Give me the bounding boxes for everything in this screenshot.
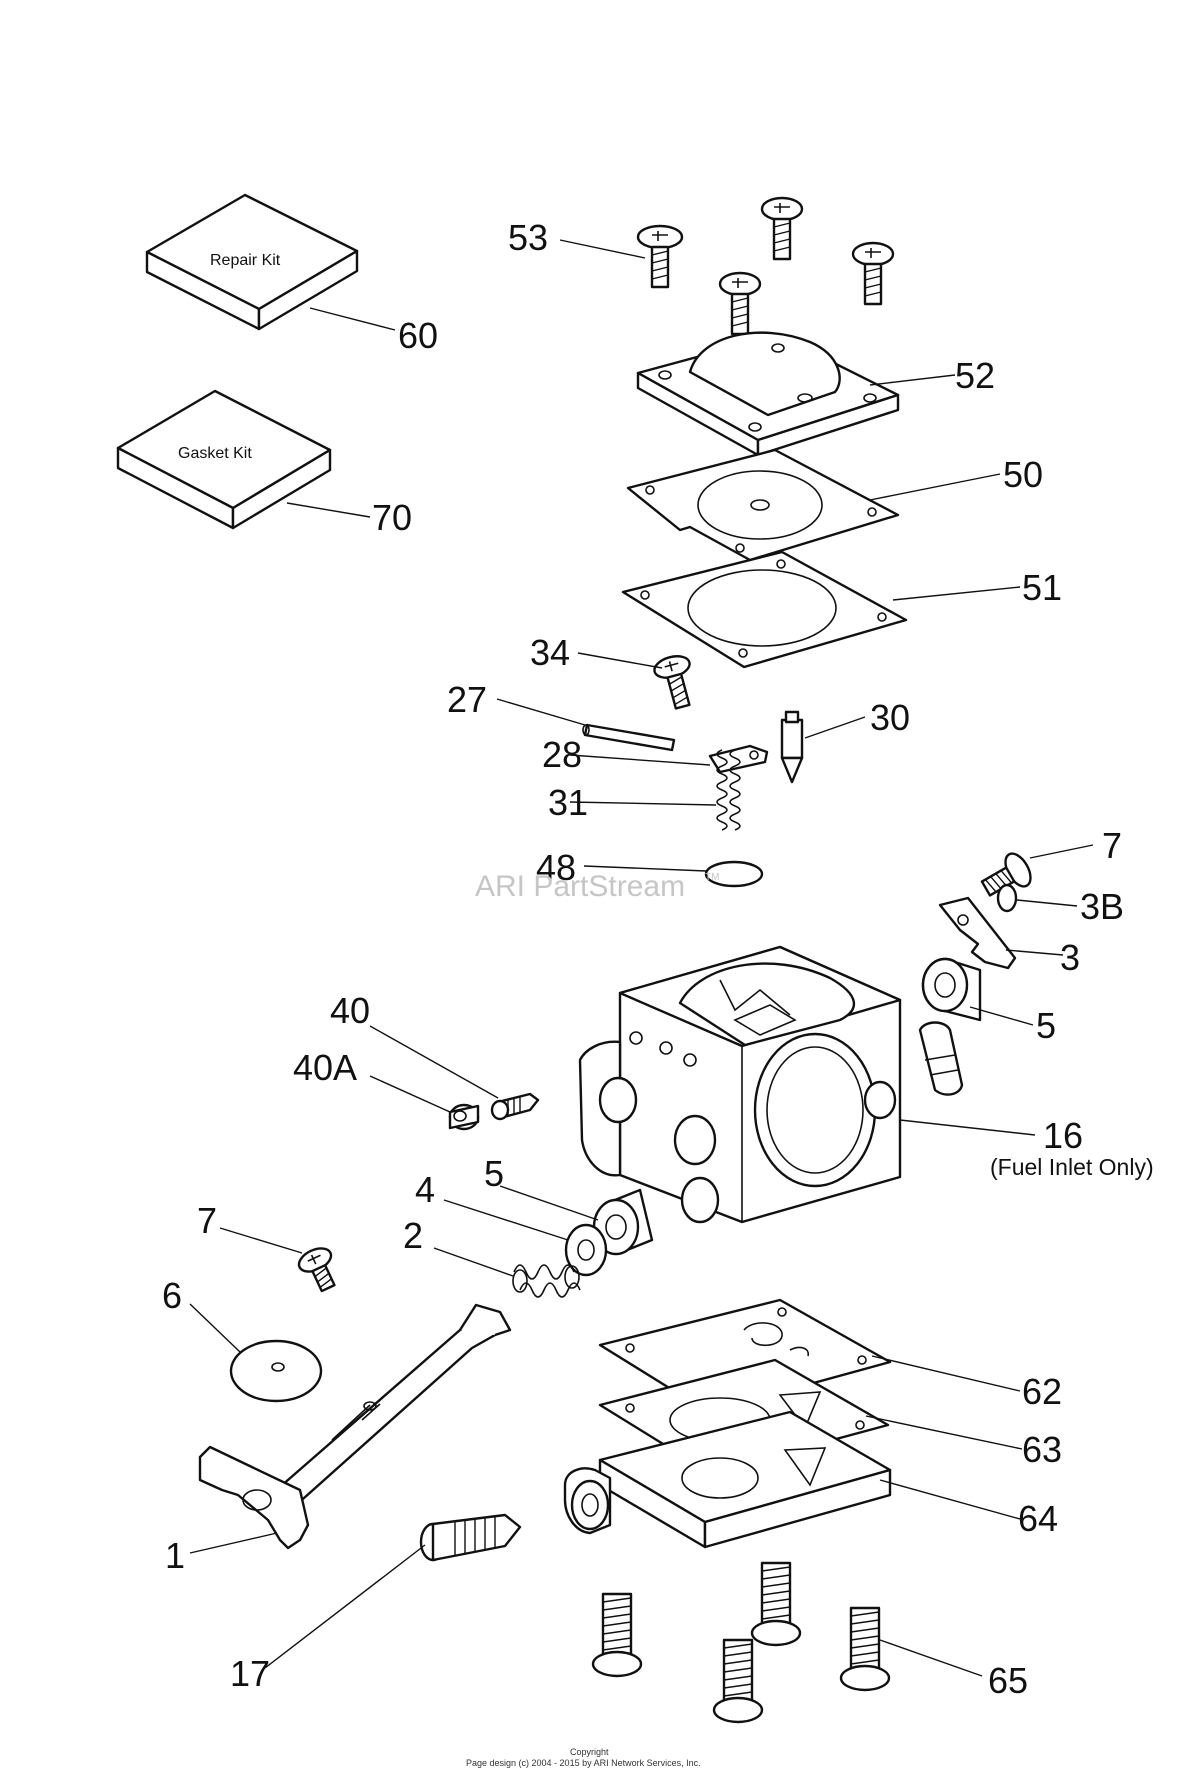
callout-34: 34 [530,632,570,673]
callout-3: 3 [1060,937,1080,978]
callout-labels: 53 60 52 70 50 51 34 27 30 28 31 48 7 3B… [162,217,1154,1701]
watermark-text: ARI PartStream [475,870,685,903]
callout-64: 64 [1018,1498,1058,1539]
shaft-seal-right [921,957,982,1022]
footer-copyright: Copyright [570,1747,609,1757]
throttle-spring [512,1264,581,1298]
callout-53: 53 [508,217,548,258]
callout-27: 27 [447,679,487,720]
thrust-washer [564,1223,608,1277]
gasket-kit-box[interactable]: Gasket Kit [116,389,332,530]
callout-4: 4 [415,1169,435,1210]
metering-spring [716,749,741,831]
cover-screws [636,196,895,336]
callout-31: 31 [548,782,588,823]
lock-washer [996,883,1018,913]
retainer-plate [938,896,1017,970]
adjusting-needle [490,1092,540,1121]
callout-70: 70 [372,497,412,538]
pump-cover [636,331,900,457]
callout-63: 63 [1022,1429,1062,1470]
callout-60: 60 [398,315,438,356]
pump-diaphragm [626,448,900,562]
screw-7-top [980,852,1032,897]
watermark-tm: TM [705,872,719,883]
inlet-needle [780,710,804,784]
callout-3b: 3B [1080,886,1124,927]
mixture-screw [419,1513,522,1562]
screw-7-lower [297,1247,336,1293]
throttle-shaft [198,1303,512,1550]
carburetor-body [578,945,964,1224]
callout-65: 65 [988,1660,1028,1701]
screw-34 [653,655,691,710]
lever-pin [582,723,676,752]
callout-6: 6 [162,1275,182,1316]
callout-7-lower: 7 [197,1200,217,1241]
callout-62: 62 [1022,1371,1062,1412]
limiter-cap [448,1103,480,1131]
callout-5-right: 5 [1036,1005,1056,1046]
repair-kit-label: Repair Kit [210,252,281,269]
throttle-plate [229,1339,323,1403]
callout-1: 1 [165,1535,185,1576]
callout-2: 2 [403,1215,423,1256]
repair-kit-box[interactable]: Repair Kit [145,193,359,331]
watermark: ARI PartStream TM [475,870,719,903]
callout-17: 17 [230,1653,270,1694]
welch-plug [704,860,764,888]
callout-40: 40 [330,990,370,1031]
leader-lines [189,239,1094,1677]
callout-7-top: 7 [1102,825,1122,866]
gasket-kit-label: Gasket Kit [178,445,252,462]
callout-51: 51 [1022,567,1062,608]
cover-screws-bottom [591,1561,891,1724]
pump-gasket [621,550,908,669]
callout-52: 52 [955,355,995,396]
callout-28: 28 [542,734,582,775]
page-footer: Copyright Page design (c) 2004 - 2015 by… [466,1747,701,1768]
callout-48: 48 [536,847,576,888]
callout-16-note: (Fuel Inlet Only) [990,1154,1154,1180]
callout-50: 50 [1003,454,1043,495]
footer-page-design: Page design (c) 2004 - 2015 by ARI Netwo… [466,1758,701,1768]
callout-5-left: 5 [484,1153,504,1194]
callout-16: 16 [1043,1115,1083,1156]
metering-cover [563,1410,892,1549]
callout-30: 30 [870,697,910,738]
callout-40a: 40A [293,1047,357,1088]
